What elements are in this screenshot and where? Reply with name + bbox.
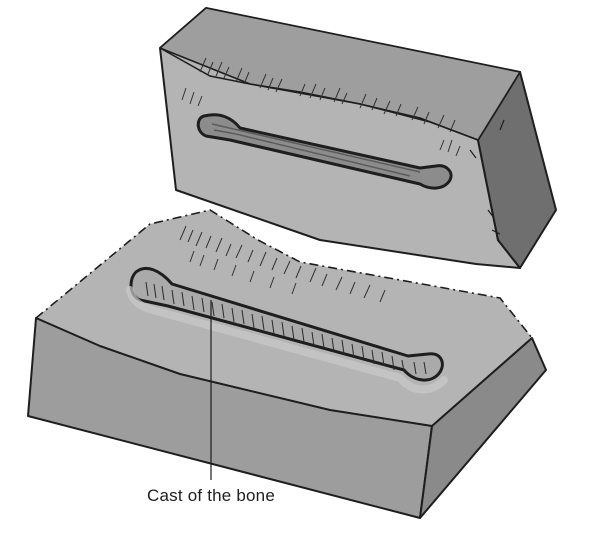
mold-texture-hatching	[181, 57, 461, 157]
mold-cavity-shading	[211, 123, 421, 177]
cast-top-dashed-outline	[35, 209, 533, 427]
cast-rock-block	[27, 209, 547, 519]
mold-fracture-ticks	[469, 119, 505, 235]
mold-bone-cavity	[196, 113, 453, 190]
mold-rock-block	[159, 7, 557, 269]
mold-broken-edge	[159, 47, 479, 141]
callout-label-cast-of-bone: Cast of the bone	[147, 486, 275, 505]
bone-cast-shadow	[126, 286, 448, 394]
bone-cast-texture	[145, 281, 427, 375]
cast-texture-hatching	[179, 225, 386, 303]
